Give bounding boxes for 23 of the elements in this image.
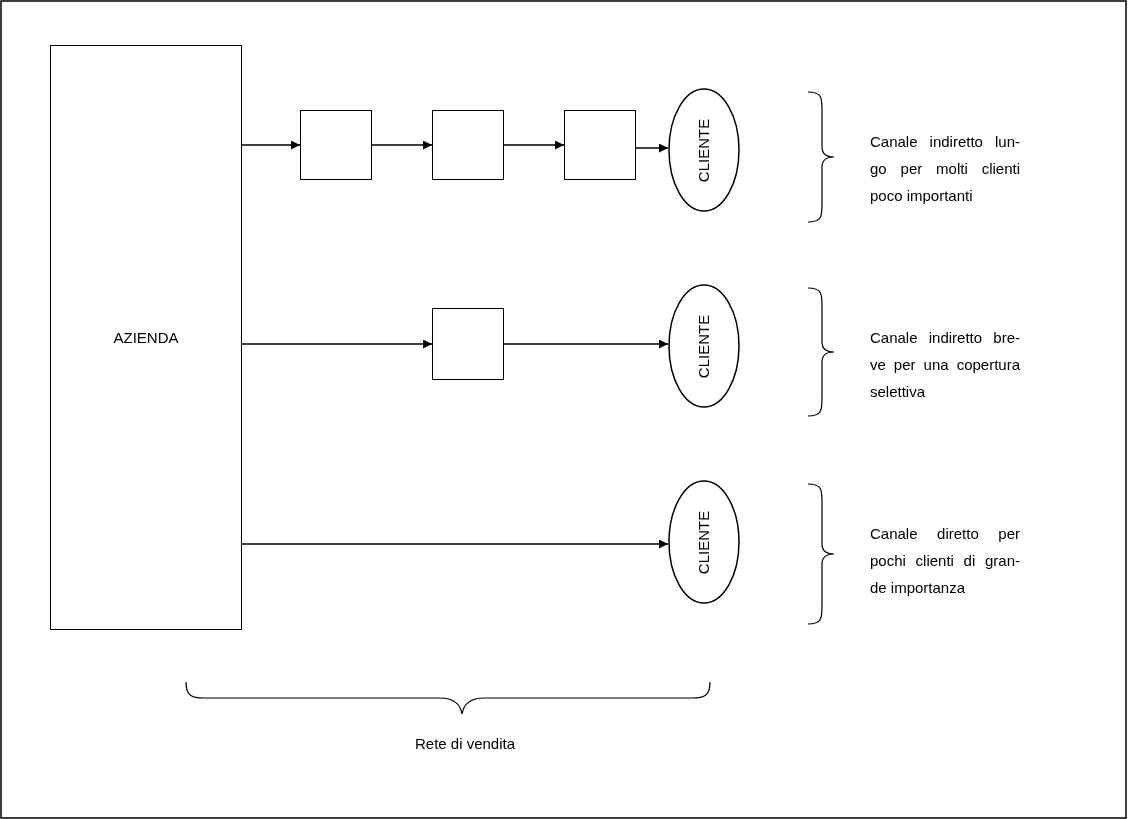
intermediary-box — [432, 110, 504, 180]
arrow — [241, 539, 669, 549]
client-ellipse — [668, 88, 740, 212]
company-box — [50, 45, 242, 630]
arrow — [241, 140, 301, 150]
annotation-text: Canale diretto per pochi clienti di gran- de importanza — [870, 524, 1020, 598]
annotation-text: Canale indiretto lun- go per molti clienti poco importanti — [870, 132, 1020, 206]
arrow — [635, 143, 669, 153]
client-label: CLIENTE — [695, 510, 713, 574]
client-ellipse — [668, 480, 740, 604]
arrow — [503, 140, 565, 150]
client-ellipse — [668, 284, 740, 408]
arrow — [503, 339, 669, 349]
arrow — [241, 339, 433, 349]
client-label: CLIENTE — [695, 118, 713, 182]
annotation-text: Rete di vendita — [413, 734, 517, 754]
annotation-text: Canale indiretto bre- ve per una copertura selettiva — [870, 328, 1020, 402]
intermediary-box — [432, 308, 504, 380]
intermediary-box — [300, 110, 372, 180]
intermediary-box — [564, 110, 636, 180]
client-label: CLIENTE — [695, 314, 713, 378]
company-label: AZIENDA — [113, 329, 179, 346]
arrow — [371, 140, 433, 150]
